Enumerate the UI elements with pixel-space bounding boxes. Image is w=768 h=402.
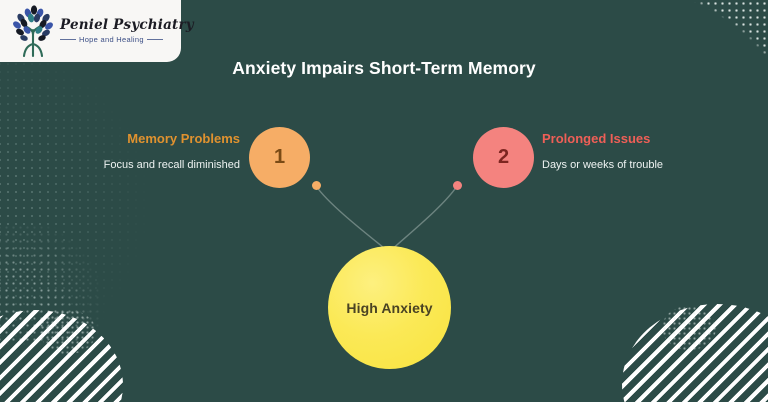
connector-line-2 xyxy=(388,185,458,253)
node-description-2: Days or weeks of trouble xyxy=(542,158,664,171)
logo-card[interactable]: Peniel Psychiatry Hope and Healing xyxy=(0,0,194,62)
page-title: Anxiety Impairs Short-Term Memory xyxy=(232,58,536,78)
node-text-block-2: Prolonged Issues Days or weeks of troubl… xyxy=(542,131,717,172)
center-node-label: High Anxiety xyxy=(346,299,433,316)
node-number-2: 2 xyxy=(497,146,510,168)
node-number-1: 1 xyxy=(273,146,286,168)
tagline-rule-left xyxy=(60,39,76,41)
connector-dot-2 xyxy=(453,181,462,190)
connector-dot-1 xyxy=(312,181,321,190)
node-circle-2[interactable]: 2 xyxy=(473,127,534,188)
logo-name: Peniel Psychiatry xyxy=(60,16,194,33)
logo-tagline: Hope and Healing xyxy=(79,35,144,45)
node-text-block-1: Memory Problems Focus and recall diminis… xyxy=(88,131,240,172)
node-circle-1[interactable]: 1 xyxy=(249,127,310,188)
logo-tagline-row: Hope and Healing xyxy=(60,35,194,44)
center-node-high-anxiety[interactable]: High Anxiety xyxy=(328,246,451,369)
node-heading-1: Memory Problems xyxy=(127,131,240,146)
node-heading-2: Prolonged Issues xyxy=(542,131,651,146)
node-description-1: Focus and recall diminished xyxy=(103,158,240,171)
tagline-rule-right xyxy=(146,39,163,41)
connector-line-1 xyxy=(315,185,390,253)
tree-logo-icon xyxy=(13,5,53,58)
